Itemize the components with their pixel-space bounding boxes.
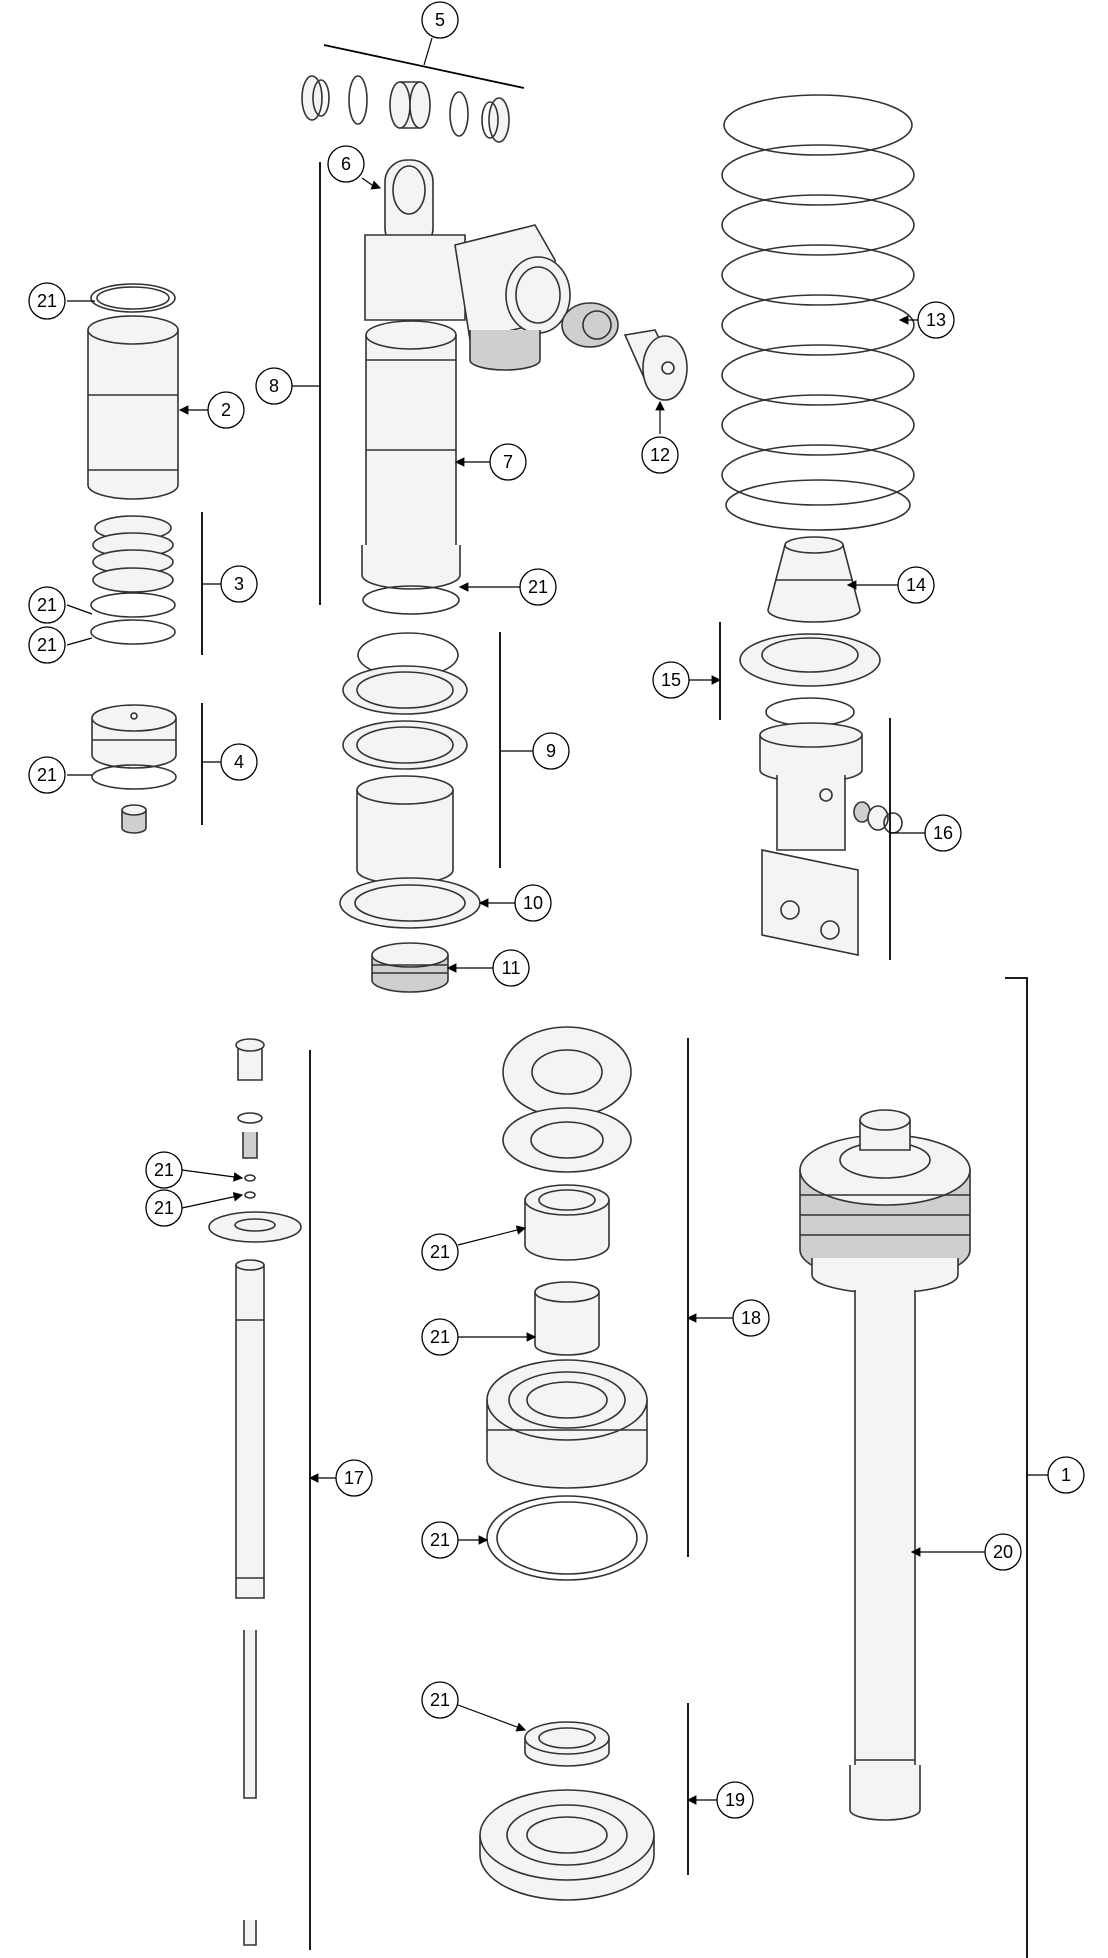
callout-2: 2 bbox=[207, 391, 245, 429]
part-seal-stack bbox=[90, 515, 176, 645]
callout-21-label: 21 bbox=[154, 1198, 174, 1218]
leader-21-c bbox=[66, 604, 93, 615]
callout-21-label: 21 bbox=[430, 1530, 450, 1550]
callout-21-label: 21 bbox=[37, 595, 57, 615]
callout-19: 19 bbox=[716, 1781, 754, 1819]
callout-17-label: 17 bbox=[344, 1468, 364, 1488]
callout-8: 8 bbox=[255, 367, 293, 405]
part-damper-shaft bbox=[208, 1038, 302, 1946]
part-coil-spring bbox=[721, 94, 915, 531]
callout-11: 11 bbox=[492, 949, 530, 987]
leader-6 bbox=[361, 177, 382, 190]
bracket-1 bbox=[1005, 977, 1028, 1958]
callout-21-e: 21 bbox=[28, 756, 66, 794]
callout-5-label: 5 bbox=[435, 10, 445, 30]
callout-15-label: 15 bbox=[661, 670, 681, 690]
leader-21-d bbox=[66, 637, 93, 646]
callout-19-label: 19 bbox=[725, 1790, 745, 1810]
group-brackets bbox=[201, 44, 1028, 1958]
callout-4: 4 bbox=[220, 743, 258, 781]
callout-21-j: 21 bbox=[421, 1521, 459, 1559]
leader-21-f bbox=[181, 1169, 244, 1182]
callout-16: 16 bbox=[924, 814, 962, 852]
callout-5: 5 bbox=[421, 1, 459, 39]
part-damper-cartridge bbox=[799, 1109, 971, 1821]
part-bump-stop bbox=[767, 536, 861, 623]
part-lower-clevis bbox=[759, 722, 903, 956]
leader-21-h bbox=[457, 1225, 527, 1246]
callout-15: 15 bbox=[652, 661, 690, 699]
callout-21-a: 21 bbox=[28, 282, 66, 320]
callout-21-label: 21 bbox=[430, 1242, 450, 1262]
callout-14-label: 14 bbox=[906, 575, 926, 595]
callout-20-label: 20 bbox=[993, 1542, 1013, 1562]
callout-21-c: 21 bbox=[28, 586, 66, 624]
callout-17: 17 bbox=[335, 1459, 373, 1497]
leader-21-k bbox=[457, 1704, 527, 1732]
callout-13: 13 bbox=[917, 301, 955, 339]
part-spring-collar bbox=[739, 633, 881, 727]
callout-21-h: 21 bbox=[421, 1233, 459, 1271]
callout-21-i: 21 bbox=[421, 1318, 459, 1356]
callout-12: 12 bbox=[641, 436, 679, 474]
callout-21-label: 21 bbox=[154, 1160, 174, 1180]
callout-21-g: 21 bbox=[145, 1189, 183, 1227]
callout-7-label: 7 bbox=[503, 452, 513, 472]
callout-21-d: 21 bbox=[28, 626, 66, 664]
callout-1-label: 1 bbox=[1061, 1465, 1071, 1485]
callout-21-label: 21 bbox=[37, 291, 57, 311]
part-adjuster-knob bbox=[561, 302, 688, 401]
callout-8-label: 8 bbox=[269, 376, 279, 396]
part-bushing-set bbox=[301, 75, 510, 143]
callout-21-k: 21 bbox=[421, 1681, 459, 1719]
callout-11-label: 11 bbox=[502, 958, 521, 978]
callout-21-label: 21 bbox=[37, 765, 57, 785]
callout-20: 20 bbox=[984, 1533, 1022, 1571]
part-seal-head-stack bbox=[486, 1026, 648, 1581]
callout-13-label: 13 bbox=[926, 310, 946, 330]
callout-2-label: 2 bbox=[221, 400, 231, 420]
part-air-sleeve bbox=[87, 283, 179, 500]
callout-9: 9 bbox=[532, 732, 570, 770]
part-base-seal bbox=[479, 1721, 655, 1901]
part-shock-body bbox=[361, 159, 571, 615]
callout-16-label: 16 bbox=[933, 823, 953, 843]
callout-14: 14 bbox=[897, 566, 935, 604]
leader-5 bbox=[423, 37, 433, 66]
callout-3: 3 bbox=[220, 565, 258, 603]
group-leaders bbox=[66, 37, 1048, 1805]
bracket-5 bbox=[323, 44, 525, 89]
callout-4-label: 4 bbox=[234, 752, 244, 772]
callout-21-label: 21 bbox=[430, 1327, 450, 1347]
callout-10: 10 bbox=[514, 884, 552, 922]
part-preload-collar bbox=[342, 632, 468, 885]
callout-9-label: 9 bbox=[546, 741, 556, 761]
callout-6: 6 bbox=[327, 145, 365, 183]
callout-3-label: 3 bbox=[234, 574, 244, 594]
callout-18-label: 18 bbox=[741, 1308, 761, 1328]
part-piston-cap bbox=[91, 704, 177, 834]
callout-6-label: 6 bbox=[341, 154, 351, 174]
callout-21-label: 21 bbox=[430, 1690, 450, 1710]
part-washer bbox=[339, 877, 481, 929]
callout-21-label: 21 bbox=[528, 577, 548, 597]
callout-1: 1 bbox=[1047, 1456, 1085, 1494]
callout-21-f: 21 bbox=[145, 1151, 183, 1189]
part-end-cap bbox=[371, 942, 449, 993]
callout-7: 7 bbox=[489, 443, 527, 481]
leader-21-g bbox=[181, 1192, 244, 1209]
callout-21-b: 21 bbox=[519, 568, 557, 606]
callout-12-label: 12 bbox=[650, 445, 670, 465]
callout-10-label: 10 bbox=[523, 893, 543, 913]
callout-18: 18 bbox=[732, 1299, 770, 1337]
callout-21-label: 21 bbox=[37, 635, 57, 655]
